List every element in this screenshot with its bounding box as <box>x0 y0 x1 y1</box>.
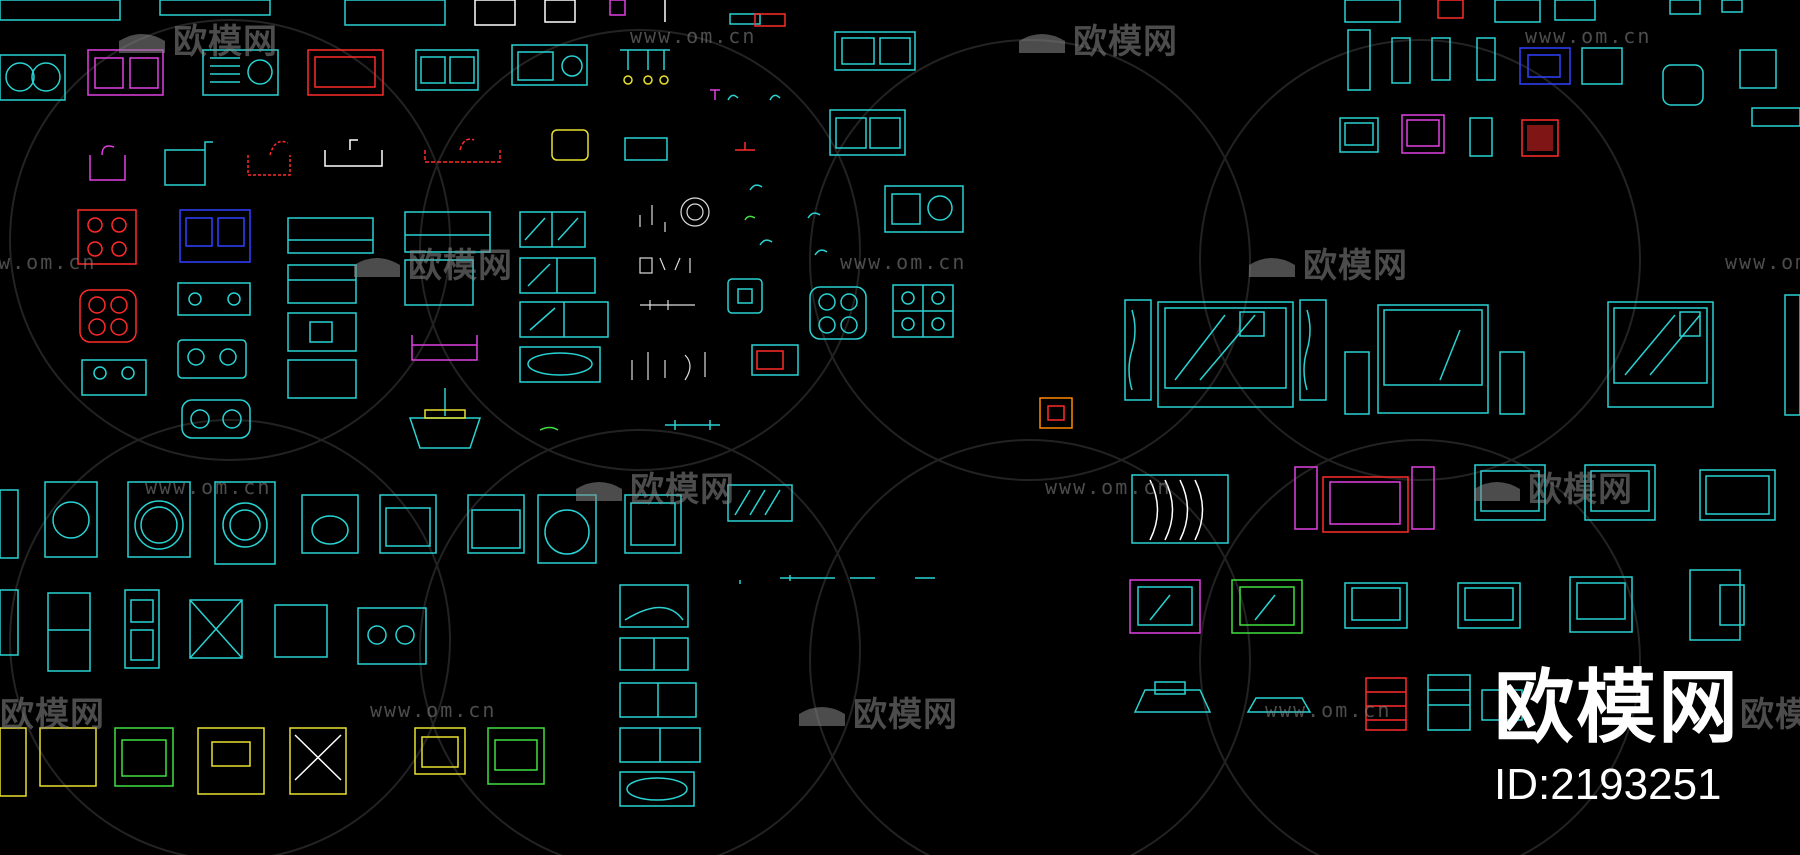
sink-row-top <box>0 31 964 233</box>
watermark-url: www.om.cn <box>1045 475 1172 499</box>
projector-stereo-row <box>1133 674 1523 731</box>
washing-machine-row <box>0 481 793 565</box>
tv-row-small <box>1129 569 1745 641</box>
gas-stove-grid <box>77 209 954 439</box>
watermark-logo: 欧模网 <box>572 462 735 511</box>
watermark-logo: 欧模网 <box>1740 695 1800 735</box>
sofa-icon <box>799 706 845 726</box>
watermark-logo: 欧模网 <box>1470 462 1633 511</box>
watermark-url: www.om.cn <box>1265 698 1392 722</box>
range-hood-column <box>287 211 491 449</box>
brand-block: 欧模网 ID:2193251 <box>1494 668 1740 810</box>
sofa-icon <box>354 257 400 277</box>
brand-name: 欧模网 <box>1494 661 1740 754</box>
watermark-logo: 欧模网 <box>1245 238 1408 287</box>
top-clipped-items <box>0 0 786 27</box>
sofa-icon <box>1474 481 1520 501</box>
computer-row <box>1344 0 1800 127</box>
watermark-url: www.om.cn <box>370 698 497 722</box>
watermark-url: www.om.cn <box>0 250 97 274</box>
tv-row-middle <box>1131 464 1776 544</box>
monitor-row <box>1339 114 1559 157</box>
watermark-url: www.om.cn <box>1525 24 1652 48</box>
watermark-logo: 欧模网 <box>115 14 278 63</box>
watermark-logo: 欧模网 <box>350 238 513 287</box>
watermark-url: www.om.cn <box>145 475 272 499</box>
tv-row-large <box>1124 294 1800 416</box>
watermark-logo: 欧模网 <box>1015 14 1178 63</box>
oven-row <box>0 727 545 797</box>
watermark-circles <box>9 19 1641 855</box>
model-id-label: ID:2193251 <box>1494 760 1722 809</box>
sofa-icon <box>119 33 165 53</box>
watermark-url: www.om.cn <box>630 24 757 48</box>
watermark-logo: 欧模网 <box>795 687 958 736</box>
cabinet-column <box>519 211 609 383</box>
sofa-icon <box>1019 33 1065 53</box>
refrigerator-row <box>0 584 701 807</box>
appliance-small <box>539 278 1073 584</box>
watermark-logo: 欧模网 <box>0 695 105 735</box>
sofa-icon <box>1249 257 1295 277</box>
utensils-cluster <box>631 197 710 381</box>
watermark-url: www.om.cn <box>840 250 967 274</box>
sofa-icon <box>576 481 622 501</box>
watermark-url: www.om.cn <box>1725 250 1800 274</box>
faucet-row <box>89 49 828 256</box>
